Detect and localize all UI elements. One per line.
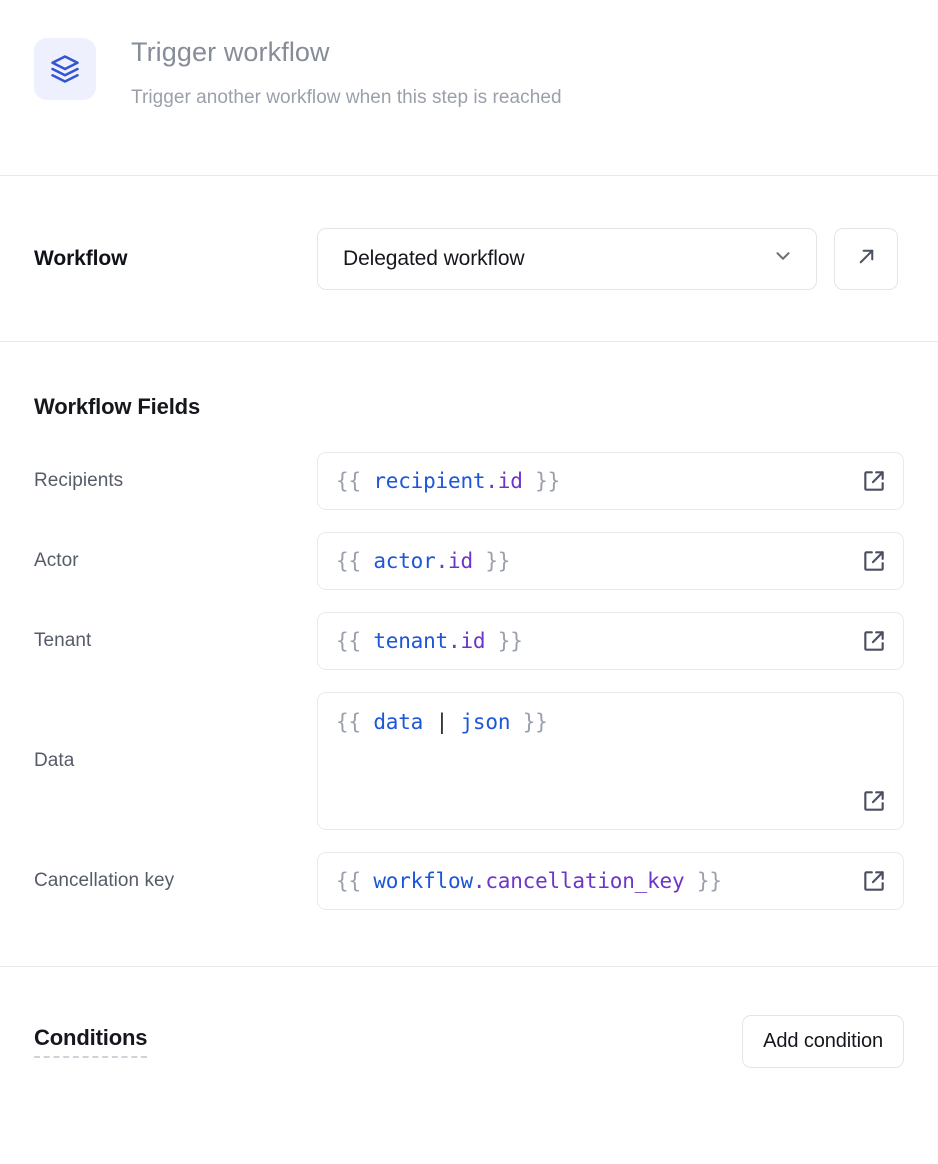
field-label: Tenant xyxy=(34,630,92,651)
field-label: Actor xyxy=(34,550,79,571)
template-input[interactable]: {{ recipient.id }} xyxy=(317,452,904,510)
step-header-text: Trigger workflow Trigger another workflo… xyxy=(131,34,562,111)
template-value: {{ actor.id }} xyxy=(336,548,511,573)
template-value: {{ tenant.id }} xyxy=(336,628,523,653)
external-link-icon[interactable] xyxy=(861,468,887,494)
divider-conditions xyxy=(0,966,938,967)
fields-spacer xyxy=(0,910,938,966)
page-subtitle: Trigger another workflow when this step … xyxy=(131,86,562,108)
workflow-select[interactable]: Delegated workflow xyxy=(317,227,817,290)
workflow-select-value: Delegated workflow xyxy=(343,246,525,270)
field-row: Actor {{ actor.id }} xyxy=(34,532,904,590)
template-input[interactable]: {{ actor.id }} xyxy=(317,532,904,590)
conditions-row: Conditions Add condition xyxy=(0,967,938,1115)
add-condition-button[interactable]: Add condition xyxy=(742,1014,904,1068)
field-row: Recipients {{ recipient.id }} xyxy=(34,452,904,510)
field-row: Cancellation key {{ workflow.cancellation… xyxy=(34,852,904,910)
page-title: Trigger workflow xyxy=(131,37,330,67)
conditions-label: Conditions xyxy=(34,1025,148,1058)
divider-workflow xyxy=(0,341,938,342)
layers-icon xyxy=(34,38,96,100)
workflow-fields-section: Workflow Fields Recipients {{ recipient.i… xyxy=(0,342,938,910)
step-header: Trigger workflow Trigger another workflo… xyxy=(0,0,938,175)
chevron-down-icon xyxy=(772,245,794,272)
field-label: Cancellation key xyxy=(34,870,175,891)
field-label: Recipients xyxy=(34,470,124,491)
field-row: Tenant {{ tenant.id }} xyxy=(34,612,904,670)
template-input[interactable]: {{ workflow.cancellation_key }} xyxy=(317,852,904,910)
external-link-icon[interactable] xyxy=(861,868,887,894)
arrow-up-right-icon xyxy=(855,245,878,273)
workflow-fields-heading: Workflow Fields xyxy=(34,394,201,419)
workflow-row: Workflow Delegated workflow xyxy=(0,176,938,341)
external-link-icon[interactable] xyxy=(861,548,887,574)
template-input[interactable]: {{ tenant.id }} xyxy=(317,612,904,670)
template-value: {{ recipient.id }} xyxy=(336,468,561,493)
template-value: {{ workflow.cancellation_key }} xyxy=(336,868,722,893)
open-workflow-button[interactable] xyxy=(834,227,898,290)
field-label: Data xyxy=(34,750,75,771)
divider-header xyxy=(0,175,938,176)
template-input[interactable]: {{ data | json }} xyxy=(317,692,904,830)
external-link-icon[interactable] xyxy=(861,788,887,814)
field-row: Data {{ data | json }} xyxy=(34,692,904,830)
template-value: {{ data | json }} xyxy=(336,710,548,734)
workflow-label: Workflow xyxy=(34,246,128,270)
external-link-icon[interactable] xyxy=(861,628,887,654)
